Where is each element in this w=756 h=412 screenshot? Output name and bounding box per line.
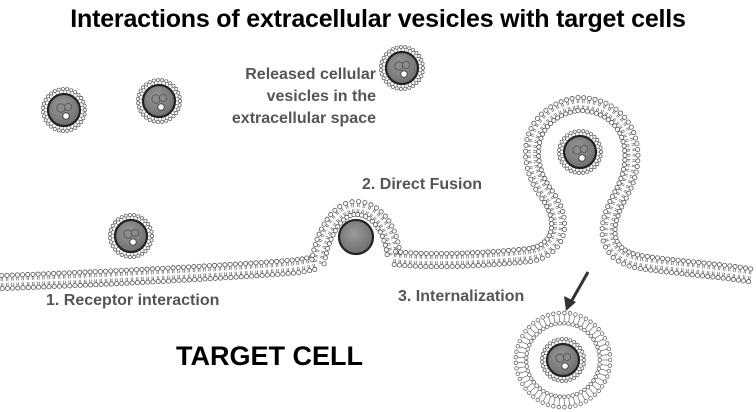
released-vesicles-label: Released cellular vesicles in the extrac… xyxy=(186,64,376,130)
internalized-endosome xyxy=(513,310,613,410)
released-vesicle-2 xyxy=(136,78,182,124)
internalization-arrow xyxy=(564,271,590,311)
released-vesicle-3 xyxy=(379,45,425,91)
released-vesicles xyxy=(41,45,425,133)
direct-fusion-label: 2. Direct Fusion xyxy=(362,176,483,193)
receptor-bound-vesicle xyxy=(108,213,154,259)
internalizing-vesicle xyxy=(557,129,603,175)
bound-vesicles xyxy=(108,129,613,410)
released-vesicle-1 xyxy=(41,87,87,133)
released-label-line-1: Released cellular xyxy=(245,66,376,83)
membrane-right-segment xyxy=(575,95,754,285)
target-cell-label: TARGET CELL xyxy=(176,341,363,371)
receptor-interaction-label: 1. Receptor interaction xyxy=(46,292,220,309)
released-label-line-2: vesicles in the xyxy=(266,88,376,105)
fusing-vesicle xyxy=(337,218,375,256)
internalization-label: 3. Internalization xyxy=(398,288,525,305)
target-cell-membrane xyxy=(0,95,754,291)
endosome-vesicle xyxy=(540,337,586,383)
released-label-line-3: extracellular space xyxy=(231,110,376,127)
membrane-left-segment xyxy=(0,96,578,291)
diagram-title: Interactions of extracellular vesicles w… xyxy=(70,5,686,33)
